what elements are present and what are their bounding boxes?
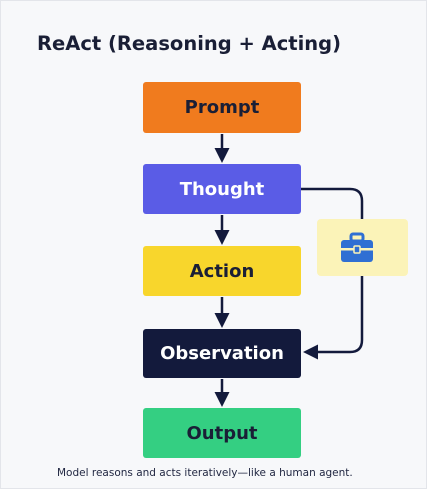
step-observation: Observation [143, 329, 301, 378]
step-action-label: Action [189, 260, 255, 282]
caption: Model reasons and acts iteratively—like … [57, 467, 353, 479]
diagram-title: ReAct (Reasoning + Acting) [37, 32, 342, 55]
step-prompt: Prompt [143, 82, 301, 133]
step-action: Action [143, 246, 301, 296]
step-thought: Thought [143, 164, 301, 214]
step-output: Output [143, 408, 301, 458]
step-prompt-label: Prompt [184, 97, 260, 118]
step-observation-label: Observation [160, 343, 284, 364]
step-output-label: Output [186, 422, 258, 444]
step-thought-label: Thought [179, 178, 265, 200]
toolbox-icon [341, 232, 373, 262]
tool-card [317, 219, 408, 276]
